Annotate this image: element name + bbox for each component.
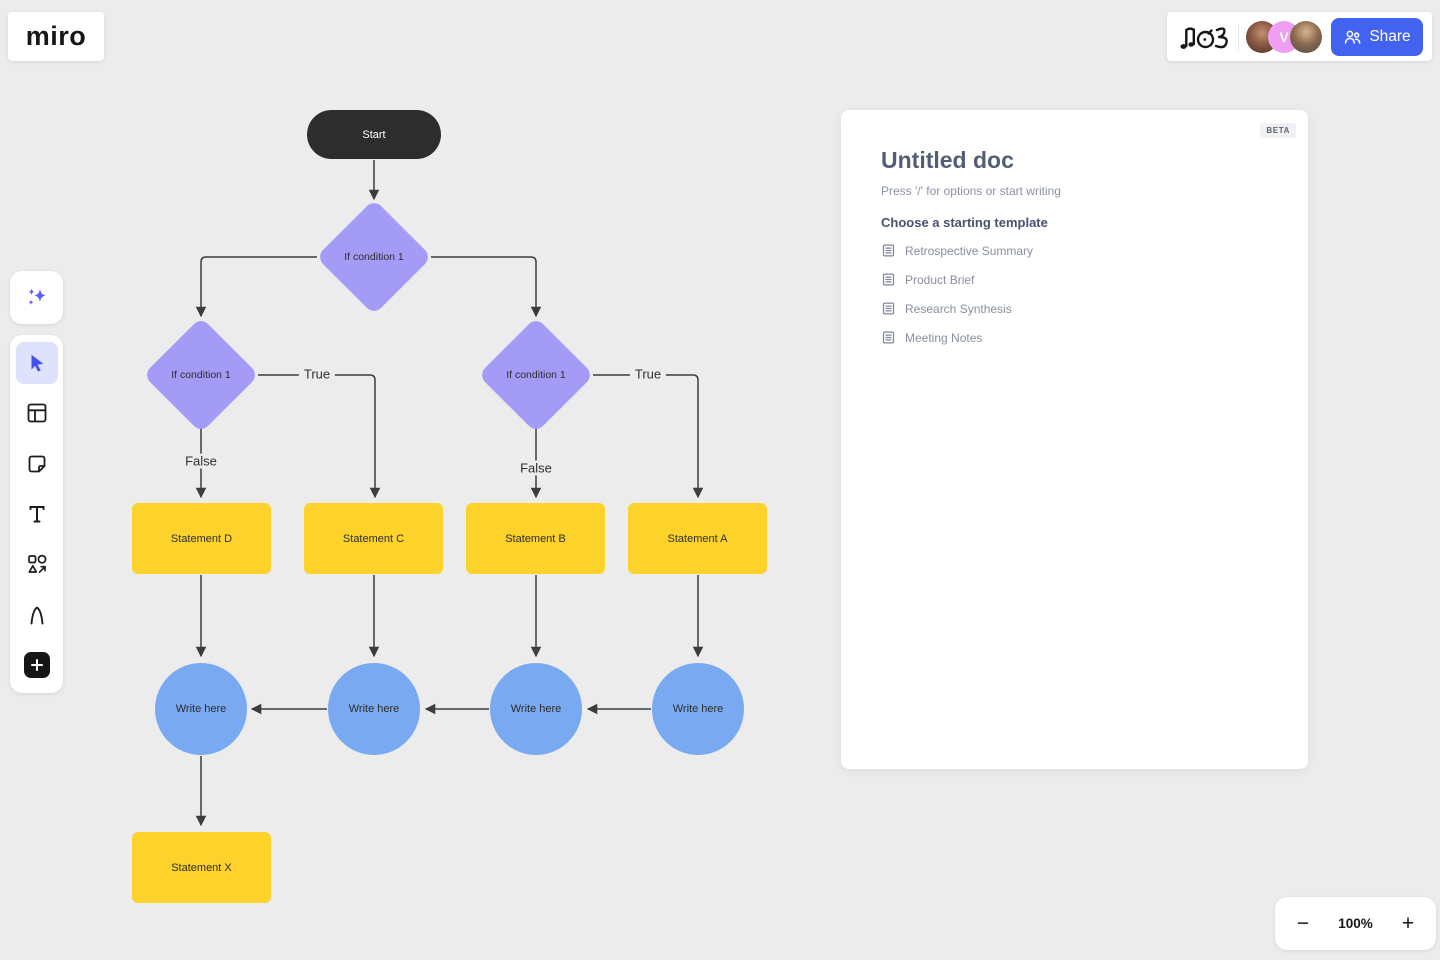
miro-logo[interactable]: miro bbox=[8, 12, 104, 61]
document-icon bbox=[881, 272, 896, 287]
templates-tool[interactable] bbox=[16, 392, 58, 434]
edge-label-false-left[interactable]: False bbox=[180, 453, 222, 469]
flowchart-node-start[interactable]: Start bbox=[307, 110, 441, 159]
decision-label: If condition 1 bbox=[344, 251, 404, 263]
flowchart-node-decision-right[interactable]: If condition 1 bbox=[478, 317, 594, 433]
document-icon bbox=[881, 301, 896, 316]
doc-body-placeholder[interactable]: Press '/' for options or start writing bbox=[881, 184, 1061, 198]
start-label: Start bbox=[362, 128, 386, 141]
flowchart-node-statement-c[interactable]: Statement C bbox=[304, 503, 443, 574]
template-item-product-brief[interactable]: Product Brief bbox=[881, 272, 1268, 287]
select-tool[interactable] bbox=[15, 342, 58, 384]
text-icon bbox=[25, 502, 49, 526]
topbar-right: V Share bbox=[1167, 12, 1432, 61]
sticky-note-icon bbox=[25, 452, 49, 476]
statement-label: Statement A bbox=[667, 532, 728, 545]
share-label: Share bbox=[1369, 27, 1411, 45]
doc-panel: BETA Untitled doc Press '/' for options … bbox=[841, 110, 1308, 769]
terminal-label: Write here bbox=[672, 703, 724, 715]
template-item-retrospective-summary[interactable]: Retrospective Summary bbox=[881, 243, 1268, 258]
document-icon bbox=[881, 243, 896, 258]
flowchart-node-writehere-2[interactable]: Write here bbox=[328, 663, 420, 755]
flowchart-node-statement-x[interactable]: Statement X bbox=[132, 832, 271, 903]
ai-assist-button[interactable] bbox=[10, 271, 63, 324]
pen-icon bbox=[25, 603, 49, 627]
beta-badge: BETA bbox=[1260, 123, 1296, 138]
flowchart-node-statement-a[interactable]: Statement A bbox=[628, 503, 767, 574]
collaborator-avatars: V bbox=[1246, 20, 1322, 53]
decision-label: If condition 1 bbox=[506, 369, 566, 381]
add-tool[interactable] bbox=[16, 644, 58, 686]
avatar-initial: V bbox=[1279, 28, 1289, 45]
statement-label: Statement B bbox=[505, 532, 566, 545]
terminal-label: Write here bbox=[510, 703, 562, 715]
plus-icon bbox=[23, 651, 50, 678]
topbar-divider bbox=[1238, 22, 1239, 51]
templates-icon bbox=[25, 401, 49, 425]
flowchart-node-statement-b[interactable]: Statement B bbox=[466, 503, 605, 574]
flowchart-node-writehere-4[interactable]: Write here bbox=[652, 663, 744, 755]
share-people-icon bbox=[1343, 28, 1362, 46]
template-label: Meeting Notes bbox=[905, 330, 983, 345]
document-icon bbox=[881, 330, 896, 345]
zoom-level[interactable]: 100% bbox=[1338, 916, 1373, 931]
ai-sparkles-icon bbox=[23, 284, 51, 312]
flowchart-node-statement-d[interactable]: Statement D bbox=[132, 503, 271, 574]
template-item-meeting-notes[interactable]: Meeting Notes bbox=[881, 330, 1268, 345]
edge-label-false-right[interactable]: False bbox=[515, 460, 557, 476]
shapes-icon bbox=[25, 552, 49, 576]
collaborator-avatar-3[interactable] bbox=[1290, 20, 1322, 53]
miro-logo-text: miro bbox=[25, 21, 87, 51]
template-item-research-synthesis[interactable]: Research Synthesis bbox=[881, 301, 1268, 316]
flowchart-node-decision-left[interactable]: If condition 1 bbox=[143, 317, 259, 433]
doc-title[interactable]: Untitled doc bbox=[881, 147, 1014, 173]
share-button[interactable]: Share bbox=[1331, 17, 1423, 56]
edge-label-true-left[interactable]: True bbox=[298, 366, 336, 382]
statement-label: Statement X bbox=[171, 861, 232, 874]
template-label: Retrospective Summary bbox=[905, 243, 1034, 258]
terminal-label: Write here bbox=[175, 703, 227, 715]
sticky-note-tool[interactable] bbox=[16, 443, 58, 485]
shapes-tool[interactable] bbox=[16, 543, 58, 585]
text-tool[interactable] bbox=[16, 493, 58, 535]
flowchart-node-writehere-3[interactable]: Write here bbox=[490, 663, 582, 755]
edge-label-true-right[interactable]: True bbox=[629, 366, 667, 382]
zoom-controls: − 100% + bbox=[1275, 897, 1436, 950]
template-label: Product Brief bbox=[905, 272, 975, 287]
pen-tool[interactable] bbox=[16, 594, 58, 636]
statement-label: Statement C bbox=[342, 532, 405, 545]
template-list: Retrospective Summary Product Brief Rese… bbox=[881, 243, 1268, 345]
terminal-label: Write here bbox=[348, 703, 400, 715]
zoom-in-button[interactable]: + bbox=[1394, 910, 1422, 938]
template-section-title: Choose a starting template bbox=[881, 215, 1048, 230]
decision-label: If condition 1 bbox=[171, 369, 231, 381]
template-label: Research Synthesis bbox=[905, 301, 1012, 316]
statement-label: Statement D bbox=[170, 532, 233, 545]
flowchart-node-writehere-1[interactable]: Write here bbox=[155, 663, 247, 755]
zoom-out-button[interactable]: − bbox=[1289, 910, 1317, 938]
cursor-icon bbox=[26, 352, 48, 374]
flowchart-node-decision-top[interactable]: If condition 1 bbox=[316, 199, 432, 315]
tool-palette bbox=[10, 335, 63, 693]
hand-drawn-notes-doodle-icon[interactable] bbox=[1177, 19, 1233, 55]
